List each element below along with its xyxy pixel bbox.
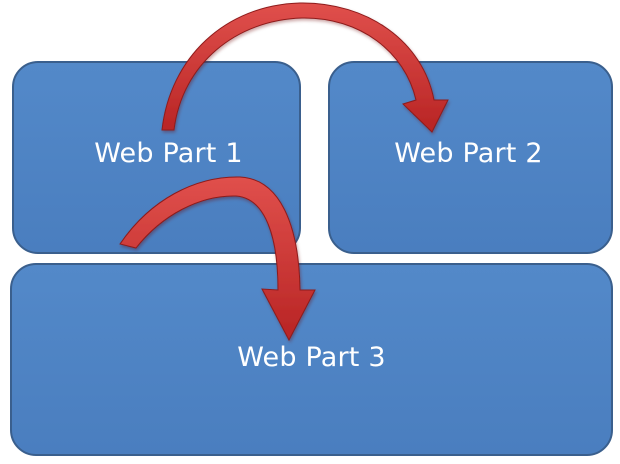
web-part-3-label: Web Part 3 — [237, 342, 386, 373]
web-part-2-box: Web Part 2 — [328, 61, 613, 254]
web-part-3-box: Web Part 3 — [10, 263, 613, 456]
web-part-2-label: Web Part 2 — [394, 138, 543, 169]
web-part-1-label: Web Part 1 — [94, 138, 243, 169]
web-part-1-box: Web Part 1 — [12, 61, 301, 254]
